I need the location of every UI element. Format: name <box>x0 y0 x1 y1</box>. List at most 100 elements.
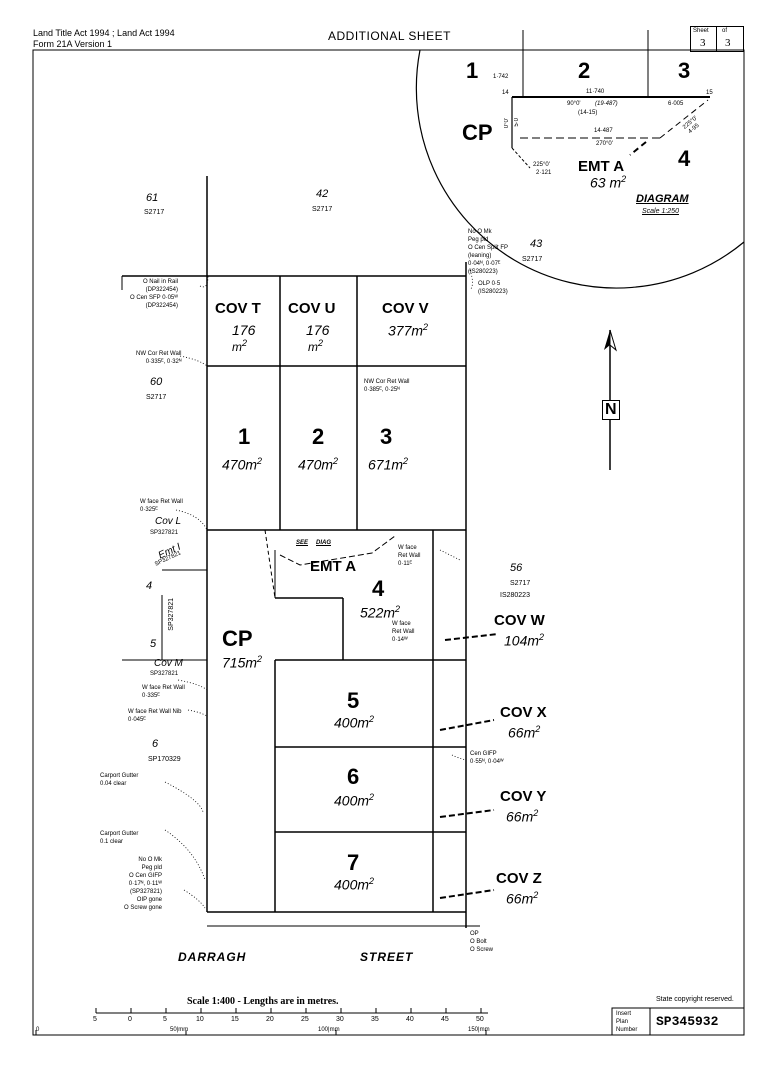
neighbour-lines <box>121 276 480 927</box>
cov-u-name: COV U <box>288 300 336 317</box>
sheet-title: ADDITIONAL SHEET <box>328 29 451 43</box>
lot-1-area: 470m2 <box>222 456 263 473</box>
emt-a-boundary <box>264 529 396 599</box>
neighbour-61: 61 <box>146 192 159 204</box>
cov-t-unit: m2 <box>232 338 248 354</box>
diag-b270: 270°0' <box>596 141 613 147</box>
legislation-reference: Land Title Act 1994 ; Land Act 1994 Form… <box>33 28 175 50</box>
neighbour-42: 42 <box>316 188 329 200</box>
neighbour-60-plan: S2717 <box>146 394 167 401</box>
sheet-number-box: Sheet 3 of 3 <box>690 26 744 52</box>
cov-z-area: 66m2 <box>506 890 539 907</box>
lot-2-area: 470m2 <box>298 456 339 473</box>
scale-tick: 25 <box>301 1016 309 1023</box>
scale-tick: 10 <box>196 1016 204 1023</box>
diag-b1415: (14-15) <box>578 110 598 116</box>
diag-b0: 0°0' <box>504 118 510 129</box>
cov-leaders <box>439 633 499 899</box>
cp-area: 715m2 <box>222 654 263 671</box>
neighbour-56-plan-b: IS280223 <box>500 592 530 599</box>
cov-v-name: COV V <box>382 300 429 317</box>
scale-tick: 20 <box>266 1016 274 1023</box>
cov-y-area: 66m2 <box>506 808 539 825</box>
mm-tick: 50|mm <box>170 1027 189 1033</box>
diag-d6005: 6·005 <box>668 101 684 107</box>
see-label: SEE <box>296 540 309 546</box>
lot-7-number: 7 <box>347 850 360 875</box>
scale-tick: 15 <box>231 1016 239 1023</box>
neighbour-6-plan: SP170329 <box>148 756 181 763</box>
lot-6-area: 400m2 <box>334 792 375 809</box>
diagram-scale: Scale 1:250 <box>642 208 679 215</box>
nail-annotation: O Nail in Rail(DP322454)O Cen SFP 0·05ᵂ(… <box>130 279 178 309</box>
scale-ticks: 5 0 5 10 15 20 25 30 35 40 45 50 55 <box>0 1016 764 1028</box>
neighbour-60: 60 <box>150 376 163 388</box>
neighbour-56: 56 <box>510 562 523 574</box>
diag-b19487: (19·487) <box>595 101 618 107</box>
lot-7-area: 400m2 <box>334 876 375 893</box>
lot-5-number: 5 <box>347 688 360 713</box>
scale-tick: 40 <box>406 1016 414 1023</box>
diag-d2121: 2·121 <box>536 170 552 176</box>
diag-d14487: 14·487 <box>594 128 613 134</box>
cp-number: CP <box>222 626 253 651</box>
cov-w-area: 104m2 <box>504 632 545 649</box>
sheet-cell: Sheet 3 <box>691 27 717 51</box>
diagram-lines <box>511 30 710 169</box>
lot-5-area: 400m2 <box>334 714 375 731</box>
diagram-cp: CP <box>462 120 493 145</box>
cov-y-name: COV Y <box>500 788 547 805</box>
of-label: of <box>722 28 728 34</box>
sheet-value: 3 <box>700 37 706 49</box>
scale-bar <box>35 1008 488 1036</box>
copyright: State copyright reserved. <box>656 996 734 1003</box>
diag-label: DIAG <box>316 540 331 546</box>
diag-b225b: 225°0' <box>533 162 550 168</box>
diag-b90: 90°0' <box>567 101 581 107</box>
lot-3-number: 3 <box>380 424 393 449</box>
diagram-lot-2: 2 <box>578 58 591 83</box>
cov-t-area: 176 <box>232 322 256 338</box>
lot-4-area: 522m2 <box>360 604 401 621</box>
lot-3-area: 671m2 <box>368 456 409 473</box>
cov-m-label: Cov M <box>154 658 183 669</box>
scale-tick: 5 <box>163 1016 167 1023</box>
of-value: 3 <box>725 37 731 49</box>
diag-d11740: 11·740 <box>586 89 605 95</box>
cov-x-name: COV X <box>500 704 547 721</box>
neighbour-61-plan: S2717 <box>144 209 165 216</box>
lot-6-number: 6 <box>347 764 360 789</box>
neighbour-42-plan: S2717 <box>312 206 333 213</box>
diagram-emt-area: 63 m2 <box>590 174 627 191</box>
plan-number: SP345932 <box>656 1014 719 1029</box>
diagram-circle-arc <box>415 49 745 289</box>
cov-z-name: COV Z <box>496 870 542 887</box>
cov-u-area: 176 <box>306 322 330 338</box>
scale-tick: 45 <box>441 1016 449 1023</box>
scale-tick: 5 <box>93 1016 97 1023</box>
neighbour-43-plan: S2717 <box>522 256 543 263</box>
diagram-lot-1: 1 <box>466 58 479 83</box>
street-name-street: STREET <box>360 950 414 964</box>
lot-2-number: 2 <box>312 424 325 449</box>
scale-tick: 35 <box>371 1016 379 1023</box>
diag-d50: 5·0 <box>514 118 520 127</box>
emt-a-label: EMT A <box>310 558 357 575</box>
cov-x-area: 66m2 <box>508 724 541 741</box>
street-name-darragh: DARRAGH <box>178 950 247 964</box>
diagram-title: DIAGRAM <box>636 193 689 205</box>
diagram-lot-4: 4 <box>678 146 691 171</box>
cov-w-name: COV W <box>494 612 545 629</box>
neighbour-4-plan: SP327821 <box>168 598 175 631</box>
diagram-lot-3: 3 <box>678 58 691 83</box>
